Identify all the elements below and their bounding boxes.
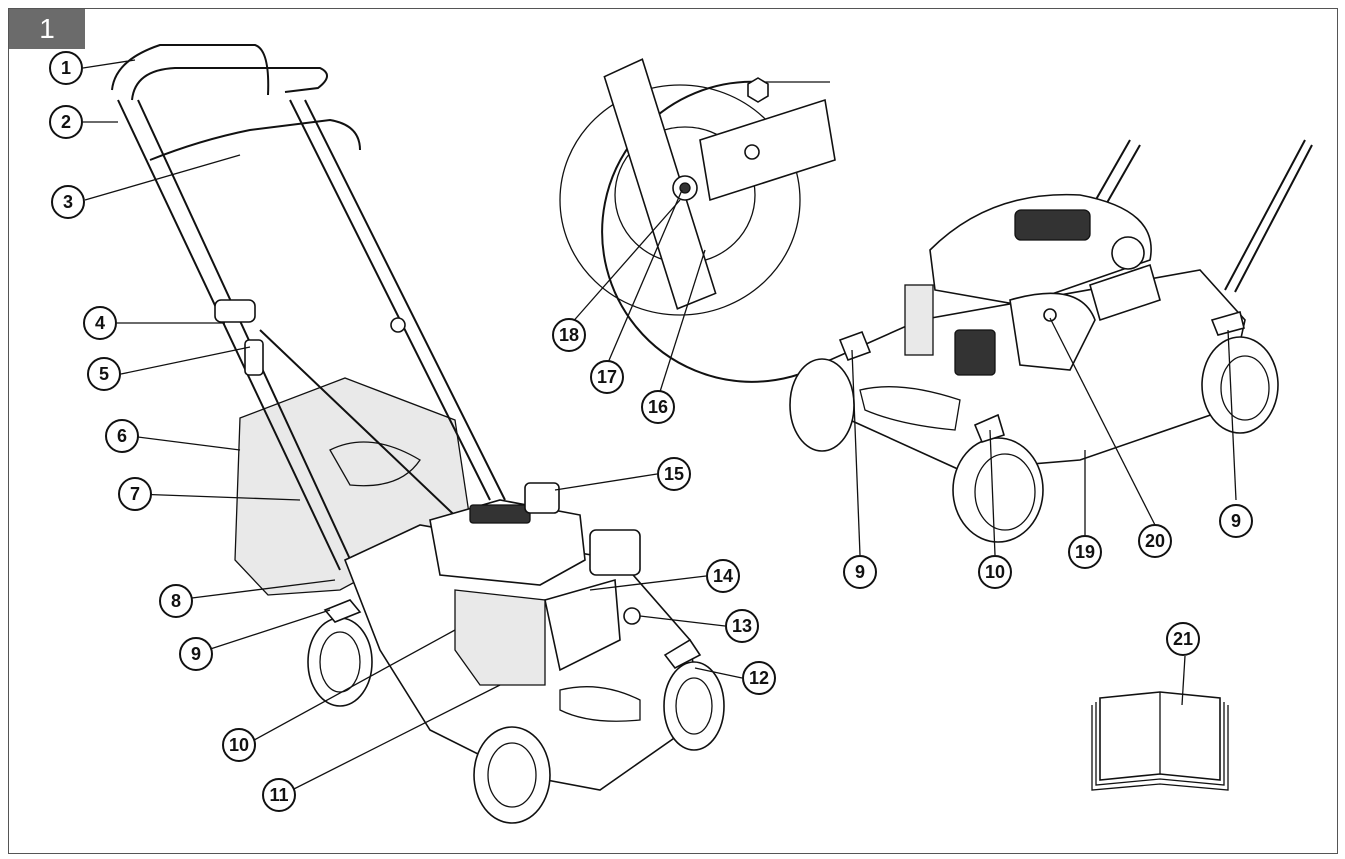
callout-12: 12 xyxy=(742,661,776,695)
callout-21: 21 xyxy=(1166,622,1200,656)
callout-15: 15 xyxy=(657,457,691,491)
callout-9-left-mower: 9 xyxy=(179,637,213,671)
callout-4: 4 xyxy=(83,306,117,340)
callout-3: 3 xyxy=(51,185,85,219)
leader-lines xyxy=(82,59,1237,796)
callout-13: 13 xyxy=(725,609,759,643)
callout-9-right-mower-front: 9 xyxy=(843,555,877,589)
callout-1: 1 xyxy=(49,51,83,85)
callout-8: 8 xyxy=(159,584,193,618)
callout-2: 2 xyxy=(49,105,83,139)
callout-16: 16 xyxy=(641,390,675,424)
figure-frame xyxy=(8,8,1338,854)
callout-6: 6 xyxy=(105,419,139,453)
callout-10-right-mower: 10 xyxy=(978,555,1012,589)
callout-19: 19 xyxy=(1068,535,1102,569)
callout-11: 11 xyxy=(262,778,296,812)
callout-5: 5 xyxy=(87,357,121,391)
callout-17: 17 xyxy=(590,360,624,394)
callout-7: 7 xyxy=(118,477,152,511)
figure-number-tab: 1 xyxy=(9,9,85,49)
callout-18: 18 xyxy=(552,318,586,352)
left-mower-drawing xyxy=(111,44,725,824)
right-mower-drawing xyxy=(789,139,1313,543)
manual-book-icon xyxy=(1091,691,1229,791)
callout-14: 14 xyxy=(706,559,740,593)
callout-10-left-mower: 10 xyxy=(222,728,256,762)
callout-20: 20 xyxy=(1138,524,1172,558)
callout-9-right-mower-rear: 9 xyxy=(1219,504,1253,538)
blade-detail-drawing xyxy=(559,58,836,383)
